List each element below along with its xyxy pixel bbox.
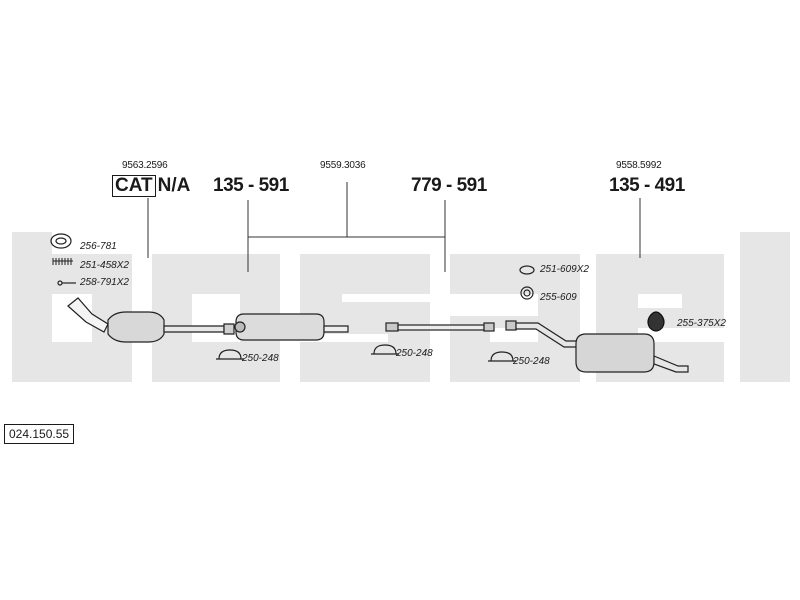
fitting-clamp-icon-3 bbox=[488, 351, 516, 362]
watermark-letter-a bbox=[450, 254, 580, 382]
label-clamp-1: 250-248 bbox=[242, 353, 279, 364]
fitting-clamp-icon-2 bbox=[371, 344, 399, 355]
label-clamp-2: 250-248 bbox=[396, 348, 433, 359]
label-hanger: 255-375X2 bbox=[677, 318, 726, 329]
fitting-spring-icon bbox=[52, 258, 73, 265]
label-rubber-mount: 251-609X2 bbox=[540, 264, 589, 275]
label-gasket-ring: 256-781 bbox=[80, 241, 117, 252]
catalog-code: 024.150.55 bbox=[4, 424, 75, 444]
fitting-ring-mount-icon bbox=[520, 286, 534, 300]
label-clamp-3: 250-248 bbox=[513, 356, 550, 367]
label-bolt: 258-791X2 bbox=[80, 277, 129, 288]
part-number-rear-silencer: 135 - 491 bbox=[609, 175, 685, 196]
label-spring: 251-458X2 bbox=[80, 260, 129, 271]
middle-pipe-drawing bbox=[385, 322, 495, 332]
fitting-bolt-icon bbox=[57, 280, 76, 286]
label-ring-mount: 255-609 bbox=[540, 292, 577, 303]
front-pipe-drawing bbox=[67, 297, 235, 343]
reference-number-left: 9563.2596 bbox=[122, 160, 168, 171]
cat-na-label: N/A bbox=[157, 175, 191, 196]
front-muffler-drawing bbox=[234, 313, 349, 341]
watermark-letter-s bbox=[300, 254, 430, 382]
cat-label: CAT bbox=[112, 175, 156, 197]
fitting-gasket-icon bbox=[50, 233, 72, 249]
fitting-clamp-icon-1 bbox=[216, 349, 244, 360]
reference-number-right: 9558.5992 bbox=[616, 160, 662, 171]
part-number-front-pipe: 135 - 591 bbox=[213, 175, 289, 196]
watermark-letter-o bbox=[152, 254, 280, 382]
watermark-letter-l bbox=[740, 232, 790, 382]
cat-badge: CAT N/A bbox=[112, 175, 190, 197]
part-number-middle-pipe: 779 - 591 bbox=[411, 175, 487, 196]
rear-silencer-drawing bbox=[505, 320, 689, 373]
watermark-letter-b bbox=[12, 232, 132, 382]
fitting-rubber-mount-icon bbox=[519, 265, 535, 275]
reference-number-middle: 9559.3036 bbox=[320, 160, 366, 171]
fitting-hanger-icon bbox=[647, 311, 665, 332]
